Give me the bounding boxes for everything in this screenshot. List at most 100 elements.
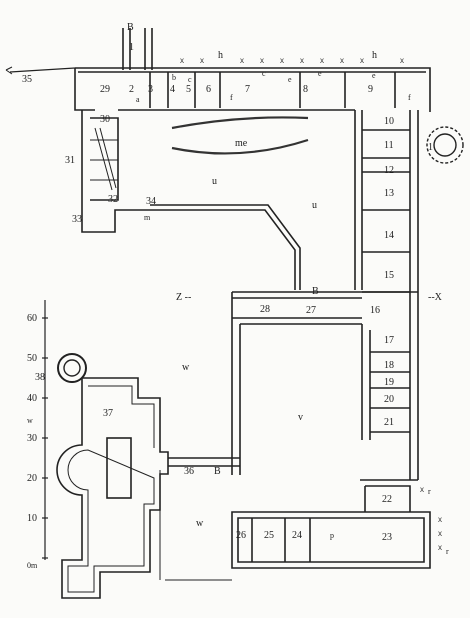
south-range-wall bbox=[231, 511, 431, 569]
room-label-26: 26 bbox=[236, 530, 246, 541]
room-label-22: 22 bbox=[382, 494, 392, 505]
north-range-wall bbox=[74, 67, 431, 112]
room-label-23: 23 bbox=[382, 532, 392, 543]
letter-B-north: B bbox=[127, 22, 134, 33]
room-label-29: 29 bbox=[100, 84, 110, 95]
bench-north-mark bbox=[171, 116, 309, 130]
east-range-wall bbox=[354, 110, 419, 300]
room-label-18: 18 bbox=[384, 360, 394, 371]
building-37-outer bbox=[56, 377, 169, 599]
building-37-central-block bbox=[106, 437, 132, 499]
courtyard-u-south-wall bbox=[150, 204, 301, 290]
x-mark: x bbox=[400, 56, 404, 65]
letter-h-west: h bbox=[218, 50, 223, 61]
area-letters: B B B h h u u v w w me m a b c c e e e f… bbox=[127, 22, 449, 556]
south-range-partitions bbox=[251, 518, 311, 562]
arrow-icon bbox=[5, 66, 13, 75]
room-label-9: 9 bbox=[368, 84, 373, 95]
west-stair-marks bbox=[94, 127, 117, 191]
letter-B-south: B bbox=[214, 466, 221, 477]
letter-f-1: f bbox=[230, 93, 233, 102]
letter-e-1: e bbox=[288, 75, 292, 84]
south-east-range-wall bbox=[361, 300, 419, 480]
x-mark: x bbox=[420, 485, 424, 494]
room-label-33: 33 bbox=[72, 214, 82, 225]
bench-label-me: me bbox=[235, 138, 248, 149]
room-label-1: 1 bbox=[129, 42, 134, 53]
room-label-12: 12 bbox=[384, 165, 394, 176]
room-label-20: 20 bbox=[384, 394, 394, 405]
round-structure-38-inner bbox=[63, 359, 81, 377]
room-label-5: 5 bbox=[186, 84, 191, 95]
walls bbox=[56, 28, 431, 599]
letter-r-2: r bbox=[446, 547, 449, 556]
room-label-34: 34 bbox=[146, 196, 156, 207]
room-label-35: 35 bbox=[22, 74, 32, 85]
scale-label-20: 20 bbox=[27, 473, 37, 484]
room-label-10: 10 bbox=[384, 116, 394, 127]
section-line-X: --X bbox=[428, 292, 443, 303]
x-mark: x bbox=[240, 56, 244, 65]
section-line-Z: Z -- bbox=[176, 292, 191, 303]
north-entrance-passage bbox=[122, 28, 153, 70]
room-label-2: 2 bbox=[129, 84, 134, 95]
south-east-partitions bbox=[370, 351, 410, 433]
letter-h-east: h bbox=[372, 50, 377, 61]
x-mark: x bbox=[200, 56, 204, 65]
round-tower-label-1: 1 bbox=[428, 142, 433, 153]
room-label-19: 19 bbox=[384, 377, 394, 388]
room-label-3: 3 bbox=[148, 84, 153, 95]
bench-marks bbox=[171, 116, 309, 155]
courtyard-v-west-wall bbox=[231, 292, 241, 475]
room-numbers: 1 2 3 4 5 6 7 8 9 10 11 12 13 14 15 16 1… bbox=[22, 42, 433, 543]
room-label-11: 11 bbox=[384, 140, 394, 151]
courtyard-v-label: v bbox=[298, 412, 303, 423]
room-label-25: 25 bbox=[264, 530, 274, 541]
round-tower-1-inner bbox=[433, 133, 457, 157]
room-label-31: 31 bbox=[65, 155, 75, 166]
letter-p: p bbox=[330, 531, 334, 540]
letter-a: a bbox=[136, 95, 140, 104]
x-mark: x bbox=[300, 56, 304, 65]
room-label-17: 17 bbox=[384, 335, 394, 346]
x-mark: x bbox=[180, 56, 184, 65]
letter-e-2: e bbox=[318, 69, 322, 78]
room-label-37: 37 bbox=[103, 408, 113, 419]
west-terrace-line bbox=[9, 67, 76, 73]
courtyard-u-west-label: u bbox=[212, 176, 217, 187]
room-label-24: 24 bbox=[292, 530, 302, 541]
room-label-21: 21 bbox=[384, 417, 394, 428]
x-mark: x bbox=[438, 543, 442, 552]
room-label-4: 4 bbox=[170, 84, 175, 95]
courtyard-w-label: w bbox=[182, 362, 190, 373]
scale-label-60: 60 bbox=[27, 313, 37, 324]
room-label-38: 38 bbox=[35, 372, 45, 383]
x-mark: x bbox=[438, 529, 442, 538]
scale-label-0: 0m bbox=[27, 561, 38, 570]
room-label-14: 14 bbox=[384, 230, 394, 241]
x-mark: x bbox=[280, 56, 284, 65]
room-label-13: 13 bbox=[384, 188, 394, 199]
room-22-wall bbox=[360, 479, 418, 512]
room-label-6: 6 bbox=[206, 84, 211, 95]
round-structures bbox=[57, 126, 464, 383]
corridor-36 bbox=[168, 457, 240, 467]
room-label-16: 16 bbox=[370, 305, 380, 316]
courtyard-w-boundary bbox=[159, 470, 232, 581]
east-range-partitions bbox=[362, 129, 410, 293]
room-label-15: 15 bbox=[384, 270, 394, 281]
scale-labels: 60 50 40 30 20 10 0m w bbox=[27, 313, 38, 570]
north-room-partitions bbox=[78, 71, 426, 108]
room-label-8: 8 bbox=[303, 84, 308, 95]
letter-B-middle: B bbox=[312, 286, 319, 297]
scale-label-40: 40 bbox=[27, 393, 37, 404]
letter-e-3: e bbox=[372, 71, 376, 80]
room-label-36: 36 bbox=[184, 466, 194, 477]
west-room-partitions bbox=[90, 139, 118, 181]
boundary-x-marks: x x x x x x x x x x x x x x bbox=[180, 56, 442, 552]
building-37-inner bbox=[67, 385, 155, 593]
x-mark: x bbox=[438, 515, 442, 524]
scale-unit-label: w bbox=[27, 416, 33, 425]
scale-label-10: 10 bbox=[27, 513, 37, 524]
